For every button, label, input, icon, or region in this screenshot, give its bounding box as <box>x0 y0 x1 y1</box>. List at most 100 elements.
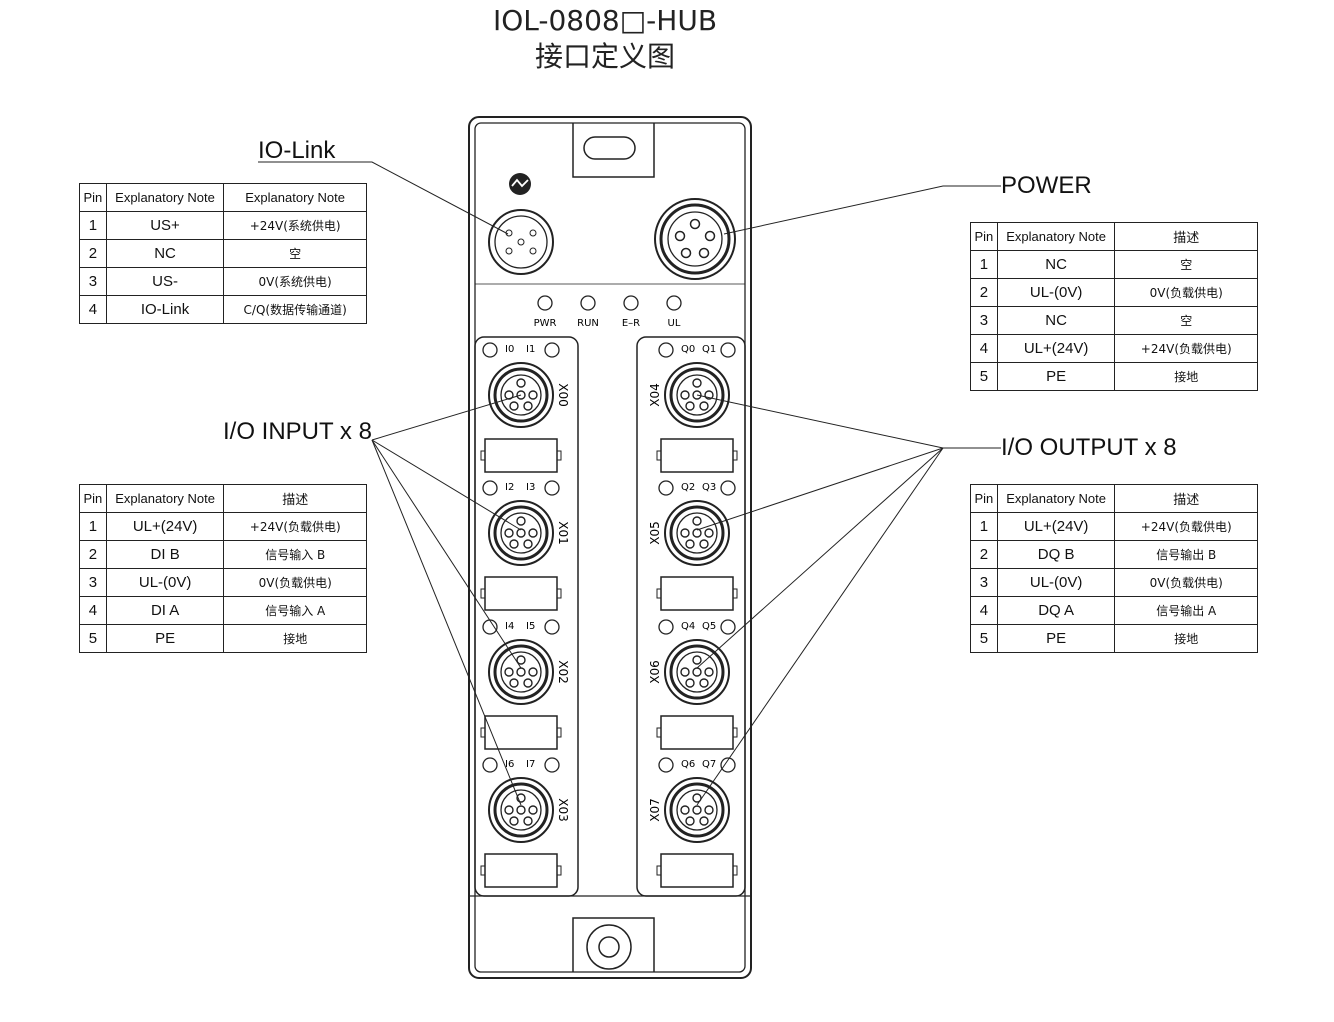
m12-connector-icon <box>488 639 554 705</box>
description-cell: C/Q(数据传输通道) <box>223 295 367 324</box>
connector-ring <box>669 782 725 838</box>
pin-number-cell: 2 <box>79 239 107 268</box>
led-label-err: E–R <box>622 318 640 329</box>
brand-logo-icon <box>509 173 531 195</box>
pin-number-cell: 1 <box>970 512 998 541</box>
description-cell: +24V(负载供电) <box>1114 512 1258 541</box>
connector-pin <box>516 390 526 400</box>
output-io-label: Q2 <box>681 482 695 493</box>
table-header: Pin <box>970 222 998 251</box>
input-status-led <box>544 342 560 358</box>
signal-cell: DQ A <box>996 596 1116 625</box>
description-cell: +24V(负载供电) <box>223 512 367 541</box>
top-mount-slot <box>583 136 636 160</box>
description-cell: 信号输出 A <box>1114 596 1258 625</box>
connector-pin <box>680 390 690 400</box>
signal-cell: US+ <box>105 211 225 240</box>
output-status-led <box>720 757 736 773</box>
connector-pin <box>509 401 519 411</box>
m12-connector-icon <box>664 500 730 566</box>
table-header: Explanatory Note <box>996 484 1116 513</box>
connector-face <box>676 374 718 416</box>
input-status-led <box>482 757 498 773</box>
description-cell: 信号输出 B <box>1114 540 1258 569</box>
pin-number-cell: 3 <box>970 306 998 335</box>
connector-pin <box>523 539 533 549</box>
connector-face <box>676 789 718 831</box>
connector-ring <box>493 505 549 561</box>
plate-clip <box>656 588 662 599</box>
connector-pin <box>692 528 702 538</box>
connector-face <box>676 512 718 554</box>
table-header: Pin <box>79 183 107 212</box>
connector-pin <box>692 390 702 400</box>
pin-number-cell: 4 <box>970 334 998 363</box>
connector-pin <box>692 805 702 815</box>
diagram-title: IOL-0808□-HUB <box>492 4 718 37</box>
output-status-led <box>720 619 736 635</box>
connector-pin <box>504 805 514 815</box>
connector-pin <box>680 805 690 815</box>
plate-clip <box>732 450 738 461</box>
iolink-connector-icon <box>488 209 554 275</box>
signal-cell: UL-(0V) <box>996 568 1116 597</box>
connector-ring <box>493 644 549 700</box>
signal-cell: NC <box>996 306 1116 335</box>
description-cell: 接地 <box>1114 624 1258 653</box>
pin-number-cell: 4 <box>79 596 107 625</box>
input-status-led <box>544 757 560 773</box>
input-port-label: X03 <box>556 798 570 822</box>
pin-number-cell: 4 <box>970 596 998 625</box>
signal-cell: PE <box>996 362 1116 391</box>
input-io-label: I5 <box>526 621 535 632</box>
power-connector-icon <box>654 198 736 280</box>
description-cell: 空 <box>1114 250 1258 279</box>
description-cell: 空 <box>223 239 367 268</box>
signal-cell: PE <box>105 624 225 653</box>
description-cell: 信号输入 A <box>223 596 367 625</box>
input-status-led <box>482 619 498 635</box>
output-status-led <box>720 342 736 358</box>
connector-ring <box>669 644 725 700</box>
top-lug <box>572 123 655 178</box>
input-port-label: X00 <box>556 383 570 407</box>
input-port-label: X02 <box>556 660 570 684</box>
input-callout: I/O INPUT x 8 <box>223 418 372 445</box>
description-cell: 0V(负载供电) <box>1114 278 1258 307</box>
m12-connector-icon <box>664 777 730 843</box>
label-plate <box>660 576 734 611</box>
connector-pin <box>528 805 538 815</box>
table-header: 描述 <box>223 484 367 513</box>
bottom-mount-hole-outer <box>586 924 632 970</box>
signal-cell: NC <box>996 250 1116 279</box>
output-io-label: Q1 <box>702 344 716 355</box>
pin-number-cell: 1 <box>79 211 107 240</box>
connector-ring <box>669 505 725 561</box>
connector-pin <box>699 678 709 688</box>
input-io-label: I6 <box>505 759 514 770</box>
connector-pin <box>680 528 690 538</box>
table-header: Pin <box>970 484 998 513</box>
led-label-pwr: PWR <box>534 318 557 329</box>
connector-face <box>500 651 542 693</box>
power-callout: POWER <box>1001 172 1092 199</box>
label-plate <box>660 438 734 473</box>
connector-pin <box>523 401 533 411</box>
connector-pin <box>516 793 526 803</box>
signal-cell: DQ B <box>996 540 1116 569</box>
connector-pin <box>516 655 526 665</box>
